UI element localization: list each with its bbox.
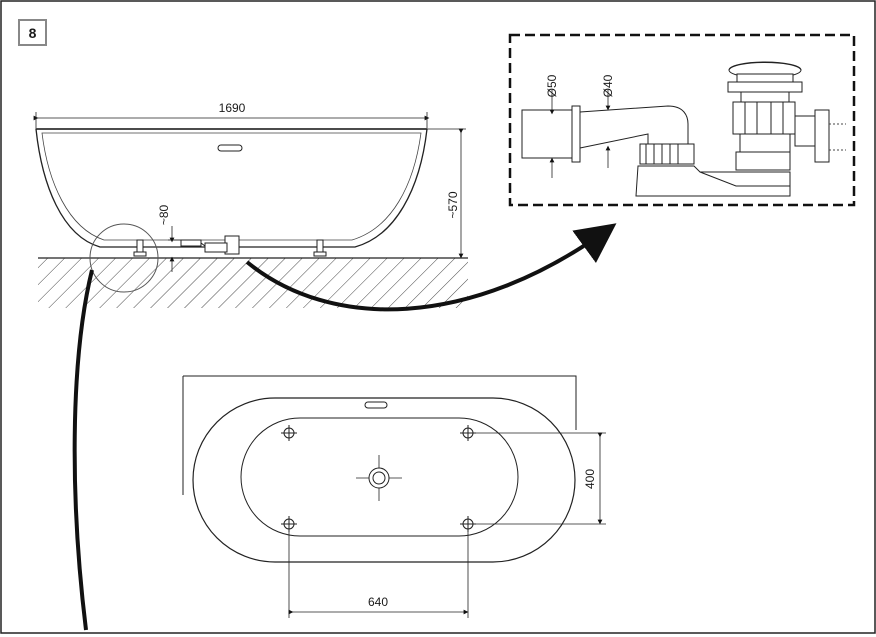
tub-side-outline <box>35 128 428 248</box>
waste-height-dimension: ~80 <box>157 204 171 225</box>
length-dimension: 1690 <box>219 101 246 115</box>
floor-arrow <box>72 269 94 631</box>
feet-spacing-x-dimension: 640 <box>368 595 388 609</box>
pipe-40-label: Ø40 <box>601 74 615 97</box>
feet-holes <box>281 425 476 532</box>
drain-hole <box>356 455 402 501</box>
height-dimension: ~570 <box>446 191 460 218</box>
overflow-fitting <box>217 144 243 152</box>
feet <box>133 239 327 257</box>
feet-spacing-y-dimension: 400 <box>583 469 597 489</box>
side-view: 1690 ~570 ~80 <box>33 101 468 308</box>
waste-fitting <box>180 235 240 255</box>
waste-detail: Ø50 Ø40 <box>508 33 856 207</box>
step-number: 8 <box>29 25 37 41</box>
step-badge: 8 <box>18 19 47 46</box>
detail-arrow <box>245 223 617 312</box>
detail-circle <box>89 223 159 293</box>
top-view: 640 400 <box>182 375 606 618</box>
pipe-50-label: Ø50 <box>545 74 559 97</box>
